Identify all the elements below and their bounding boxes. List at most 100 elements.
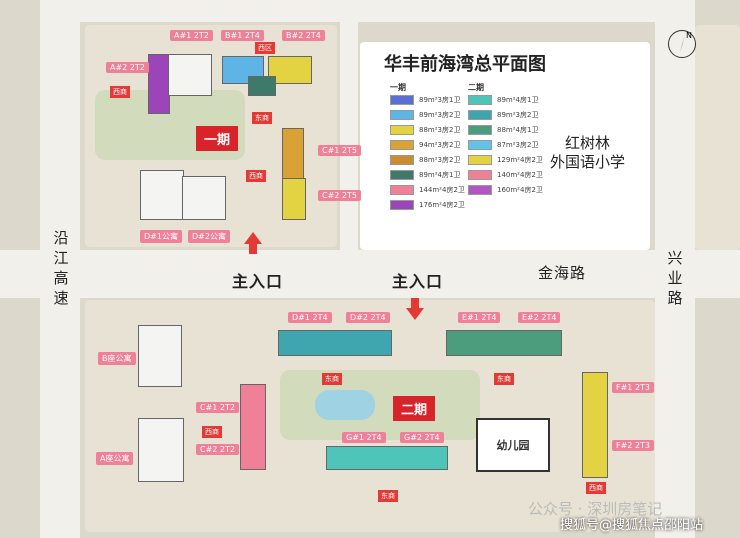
legend-item: 144m²4房2卫 xyxy=(390,182,465,197)
kindergarten-label: 幼儿园 xyxy=(496,438,530,452)
label-a2: A#2 2T2 xyxy=(106,62,149,73)
building-a1 xyxy=(148,54,170,114)
building-p2-c xyxy=(240,384,266,470)
legend-phase1-header: 一期 xyxy=(390,83,406,92)
legend-swatch xyxy=(390,124,414,135)
label-d1: D#1公寓 xyxy=(140,230,182,243)
legend-panel: 华丰前海湾总平面图 一期 二期 89m²3房1卫 89m²3房2卫 88m²3房2卫… xyxy=(360,42,650,250)
school-label: 红树林 外国语小学 xyxy=(550,134,625,172)
building-p2-g xyxy=(326,446,448,470)
label-p2-e1: E#1 2T4 xyxy=(458,312,501,323)
building-p2-b xyxy=(138,325,182,387)
legend-phase1-list: 89m²3房1卫 89m²3房2卫 88m²3房2卫 94m²3房2卫 88m²3房2卫… xyxy=(390,92,465,212)
legend-swatch xyxy=(390,109,414,120)
legend-swatch xyxy=(468,124,492,135)
legend-item: 89m²4房1卫 xyxy=(468,92,543,107)
building-p2-e xyxy=(446,330,562,356)
road-label-xingye: 兴 业 路 xyxy=(666,248,684,308)
legend-label: 87m²3房2卫 xyxy=(497,140,539,149)
top-right-block xyxy=(695,25,740,250)
legend-swatch xyxy=(468,94,492,105)
label-p2-d2: D#2 2T4 xyxy=(346,312,390,323)
school-name-line2: 外国语小学 xyxy=(550,153,626,171)
road-char: 业 xyxy=(667,269,683,287)
legend-item: 89m²3房2卫 xyxy=(390,107,465,122)
legend-swatch xyxy=(390,94,414,105)
legend-phase2-header: 二期 xyxy=(468,83,484,92)
label-c2: C#2 2T5 xyxy=(318,190,361,201)
legend-item: 88m²4房1卫 xyxy=(468,122,543,137)
entrance-arrow-down-icon xyxy=(406,308,424,320)
legend-item: 89m²3房1卫 xyxy=(390,92,465,107)
label-b1: B#1 2T4 xyxy=(221,30,264,41)
legend-swatch xyxy=(468,184,492,195)
entrance-arrow-up-stem xyxy=(249,244,257,254)
label-p2-g1: G#1 2T4 xyxy=(342,432,386,443)
entrance-arrow-down-stem xyxy=(411,298,419,308)
label-c1: C#1 2T5 xyxy=(318,145,361,156)
main-entrance-left: 主入口 xyxy=(232,272,284,291)
building-p2-d xyxy=(278,330,392,356)
label-p2-d1: D#1 2T4 xyxy=(288,312,332,323)
label-d2: D#2公寓 xyxy=(188,230,230,243)
road-yanjiang xyxy=(40,0,80,538)
tag-west-g: 西商 xyxy=(586,482,606,494)
road-char: 江 xyxy=(53,249,69,267)
building-p2-f xyxy=(582,372,608,478)
phase2-garden xyxy=(280,370,480,440)
legend-item: 129m²4房2卫 xyxy=(468,152,543,167)
building-d1 xyxy=(140,170,184,220)
legend-item: 88m²3房2卫 xyxy=(390,122,465,137)
legend-label: 129m²4房2卫 xyxy=(497,155,543,164)
label-p2-c2: C#2 2T2 xyxy=(196,444,239,455)
legend-swatch xyxy=(390,199,414,210)
legend-swatch xyxy=(390,139,414,150)
label-b2: B#2 2T4 xyxy=(282,30,325,41)
school-name-line1: 红树林 xyxy=(565,134,611,152)
tag-east-g: 东商 xyxy=(378,490,398,502)
legend-item: 89m²4房1卫 xyxy=(390,167,465,182)
road-char: 兴 xyxy=(667,249,683,267)
legend-label: 140m²4房2卫 xyxy=(497,170,543,179)
road-char: 速 xyxy=(53,289,69,307)
building-d2 xyxy=(182,176,226,220)
label-a1: A#1 2T2 xyxy=(170,30,213,41)
legend-item: 140m²4房2卫 xyxy=(468,167,543,182)
legend-phase2-list: 89m²4房1卫 89m²3房2卫 88m²4房1卫 87m²3房2卫 129m²4房2… xyxy=(468,92,543,197)
pool xyxy=(315,390,375,420)
legend-label: 89m²4房1卫 xyxy=(497,95,539,104)
tag-east-d: 东商 xyxy=(322,373,342,385)
label-p2-g2: G#2 2T4 xyxy=(400,432,444,443)
legend-swatch xyxy=(468,154,492,165)
label-p2-e2: E#2 2T4 xyxy=(518,312,561,323)
tag-east-e: 东商 xyxy=(494,373,514,385)
map-title: 华丰前海湾总平面图 xyxy=(384,54,546,75)
building-a1-core xyxy=(168,54,212,96)
legend-label: 94m²3房2卫 xyxy=(419,140,461,149)
label-p2-a: A座公寓 xyxy=(96,452,134,465)
road-label-jinhai: 金海路 xyxy=(538,264,587,282)
building-c2 xyxy=(282,178,306,220)
legend-label: 88m²3房2卫 xyxy=(419,155,461,164)
road-char: 沿 xyxy=(53,229,69,247)
building-b-mid xyxy=(248,76,276,96)
entrance-arrow-up-icon xyxy=(244,232,262,244)
road-xingye xyxy=(655,0,695,538)
legend-item: 89m²3房2卫 xyxy=(468,107,543,122)
legend-swatch xyxy=(390,154,414,165)
legend-label: 89m²3房2卫 xyxy=(419,110,461,119)
tag-east-1: 东商 xyxy=(252,112,272,124)
road-char: 高 xyxy=(53,269,69,287)
building-c1 xyxy=(282,128,304,180)
kindergarten: 幼儿园 xyxy=(476,418,550,472)
legend-label: 89m²3房2卫 xyxy=(497,110,539,119)
tag-west-c2: 西商 xyxy=(202,426,222,438)
watermark-sohu: 搜狐号@搜狐焦点邵阳站 xyxy=(560,518,704,533)
road-label-yanjiang: 沿 江 高 速 xyxy=(52,228,70,308)
road-jinhai xyxy=(0,250,740,298)
label-p2-b: B座公寓 xyxy=(98,352,136,365)
building-b1 xyxy=(222,56,264,84)
label-p2-c1: C#1 2T2 xyxy=(196,402,239,413)
main-entrance-right: 主入口 xyxy=(392,272,444,291)
legend-label: 88m²3房2卫 xyxy=(419,125,461,134)
